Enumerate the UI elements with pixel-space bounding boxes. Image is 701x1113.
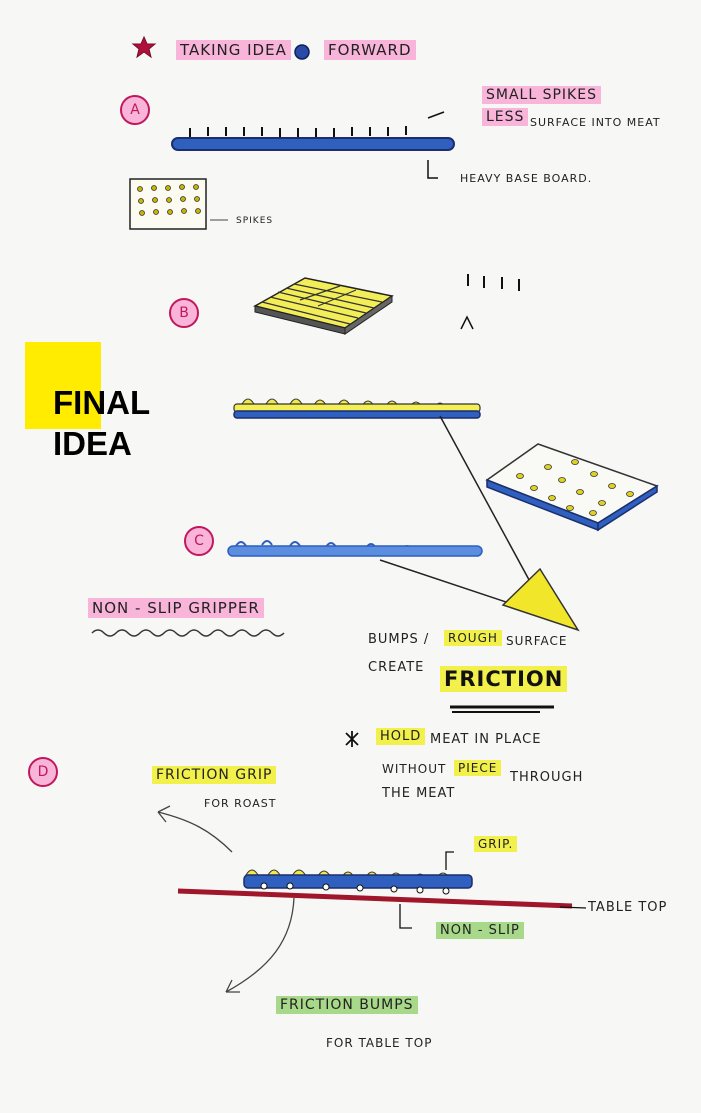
note-through: THROUGH	[510, 770, 584, 785]
section-b-label: B	[169, 298, 199, 328]
note-for-roast: FOR ROAST	[204, 797, 277, 810]
heading-forward: FORWARD	[324, 40, 416, 60]
section-d-label: D	[28, 757, 58, 787]
note-meat-in-place: MEAT IN PLACE	[430, 732, 542, 747]
asterisk-icon	[345, 731, 359, 747]
note-create: CREATE	[368, 660, 425, 675]
note-heavy-base-board: HEAVY BASE BOARD.	[460, 172, 593, 185]
section-c-label: C	[184, 526, 214, 556]
board-d	[243, 869, 473, 895]
note-non-slip-gripper: NON - SLIP GRIPPER	[88, 598, 264, 618]
spike-dots	[137, 184, 201, 216]
note-less: LESS	[482, 108, 529, 126]
note-piece: PIECE	[454, 760, 502, 776]
note-surface: SURFACE	[506, 634, 568, 648]
note-surface-into-meat: SURFACE INTO MEAT	[530, 116, 661, 129]
note-without: WITHOUT	[382, 762, 447, 776]
triangle-pointer	[501, 567, 580, 632]
final-idea-title: FINAL IDEA	[53, 382, 150, 464]
note-spikes: SPIKES	[236, 216, 274, 226]
final-board	[233, 398, 481, 419]
base-board-a	[171, 137, 455, 151]
note-friction-grip: FRICTION GRIP	[152, 766, 277, 784]
squiggle-line	[91, 629, 285, 637]
spikes-a	[189, 126, 407, 137]
note-friction-bumps: FRICTION BUMPS	[276, 996, 418, 1014]
note-the-meat: THE MEAT	[382, 786, 456, 801]
note-rough: ROUGH	[444, 630, 502, 646]
note-for-table-top: FOR TABLE TOP	[326, 1036, 433, 1050]
final-idea-highlight	[25, 342, 101, 429]
note-non-slip: NON - SLIP	[436, 922, 524, 939]
note-table-top: TABLE TOP	[588, 900, 668, 915]
note-hold: HOLD	[376, 728, 426, 745]
idea-dot-icon	[294, 44, 310, 60]
final-idea-line2: IDEA	[53, 425, 132, 462]
perspective-board	[485, 443, 659, 532]
star-icon	[131, 35, 157, 59]
note-friction: FRICTION	[440, 666, 568, 692]
board-b	[252, 277, 394, 335]
board-c	[227, 540, 483, 557]
note-small-spikes: SMALL SPIKES	[482, 86, 601, 104]
heading-taking-idea: TAKING IDEA	[176, 40, 291, 60]
final-idea-line1: FINAL	[53, 384, 151, 421]
section-a-label: A	[120, 95, 150, 125]
note-bumps: BUMPS /	[368, 632, 430, 647]
note-grip: GRIP.	[474, 836, 518, 852]
